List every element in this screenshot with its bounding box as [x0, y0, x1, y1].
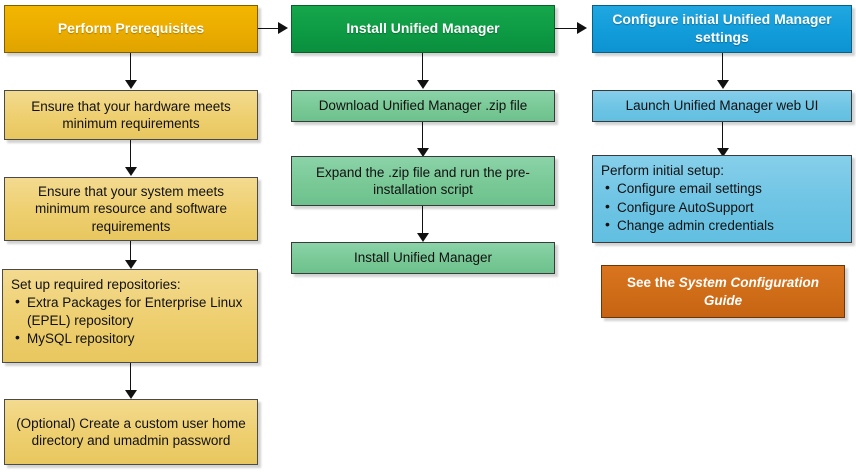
connector-line [555, 28, 581, 29]
node-configure-initial-settings-header[interactable]: Configure initial Unified Manager settin… [592, 5, 852, 53]
connector-arrow [417, 148, 429, 157]
connector-line [722, 53, 723, 82]
repository-list: Extra Packages for Enterprise Linux (EPE… [10, 293, 251, 348]
node-label: Expand the .zip file and run the pre-ins… [316, 164, 530, 197]
connector-line [130, 53, 131, 82]
connector-line [422, 122, 423, 151]
connector-arrow [717, 80, 729, 89]
node-hardware-requirements[interactable]: Ensure that your hardware meets minimum … [4, 90, 258, 140]
node-label: (Optional) Create a custom user home dir… [16, 415, 246, 448]
connector-arrow [417, 80, 429, 89]
connector-line [422, 206, 423, 235]
node-required-repositories[interactable]: Set up required repositories: Extra Pack… [2, 269, 258, 363]
list-item: MySQL repository [15, 329, 251, 347]
connector-line [258, 28, 282, 29]
node-lead-label: Set up required repositories: [11, 277, 181, 292]
reference-text: See the System Configuration Guide [610, 274, 836, 309]
node-download-zip[interactable]: Download Unified Manager .zip file [291, 90, 555, 122]
connector-arrow [125, 260, 137, 269]
connector-line [422, 53, 423, 82]
list-item: Configure email settings [605, 179, 845, 197]
node-label: Perform Prerequisites [57, 20, 205, 37]
connector-arrow [577, 22, 587, 34]
connector-arrow [125, 80, 137, 89]
initial-setup-list: Configure email settings Configure AutoS… [600, 179, 845, 235]
connector-arrow [417, 233, 429, 242]
node-label: Launch Unified Manager web UI [625, 98, 819, 114]
list-item: Change admin credentials [605, 216, 845, 234]
node-custom-user-home[interactable]: (Optional) Create a custom user home dir… [4, 399, 258, 465]
node-launch-web-ui[interactable]: Launch Unified Manager web UI [592, 90, 852, 122]
node-label: Configure initial Unified Manager settin… [612, 11, 832, 45]
connector-line [130, 363, 131, 392]
connector-line [130, 241, 131, 263]
node-expand-zip-run-script[interactable]: Expand the .zip file and run the pre-ins… [291, 156, 555, 206]
node-perform-initial-setup[interactable]: Perform initial setup: Configure email s… [592, 155, 852, 243]
list-item: Extra Packages for Enterprise Linux (EPE… [15, 293, 251, 329]
node-system-configuration-guide-reference[interactable]: See the System Configuration Guide [601, 265, 845, 318]
node-label: Download Unified Manager .zip file [318, 98, 528, 114]
connector-line [722, 122, 723, 151]
connector-arrow [125, 390, 137, 399]
connector-arrow [125, 167, 137, 176]
node-label: Install Unified Manager [346, 20, 500, 37]
node-system-requirements[interactable]: Ensure that your system meets minimum re… [4, 177, 258, 241]
node-label: Ensure that your system meets minimum re… [34, 184, 228, 234]
node-perform-prerequisites[interactable]: Perform Prerequisites [4, 5, 258, 53]
node-lead-label: Perform initial setup: [601, 163, 725, 178]
node-install-unified-manager[interactable]: Install Unified Manager [291, 242, 555, 274]
list-item: Configure AutoSupport [605, 198, 845, 216]
connector-line [130, 140, 131, 169]
connector-arrow [278, 22, 288, 34]
node-install-unified-manager-header[interactable]: Install Unified Manager [291, 5, 555, 53]
reference-prefix: See the [626, 275, 679, 291]
connector-arrow [717, 148, 729, 157]
node-label: Ensure that your hardware meets minimum … [31, 98, 231, 131]
node-label: Install Unified Manager [353, 250, 493, 266]
reference-emphasis: System Configuration Guide [678, 275, 820, 308]
